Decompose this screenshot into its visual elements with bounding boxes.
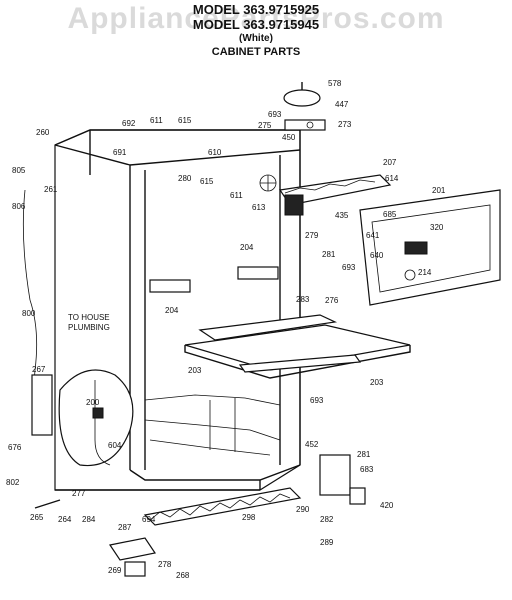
part-number-labels: 578 447 693 275 273 450 207 260 692 611 615 610 805 6… (6, 79, 446, 580)
part-label-283: 283 (296, 295, 310, 304)
part-label-447: 447 (335, 100, 349, 109)
part-label-289: 289 (320, 538, 334, 547)
part-label-615: 615 (200, 177, 214, 186)
part-label-200: 200 (86, 398, 100, 407)
part-label-613: 613 (252, 203, 266, 212)
plumbing-cutaway (22, 189, 134, 467)
callout-to-house: TO HOUSE (68, 313, 110, 322)
part-label-279: 279 (305, 231, 319, 240)
part-label-693: 693 (342, 263, 356, 272)
part-label-610: 610 (208, 148, 222, 157)
part-label-273: 273 (338, 120, 352, 129)
part-label-265: 265 (30, 513, 44, 522)
part-label-268: 268 (176, 571, 190, 580)
part-label-204: 204 (165, 306, 179, 315)
part-label-201: 201 (432, 186, 446, 195)
model-number-1: MODEL 363.9715925 (192, 2, 320, 17)
part-label-261: 261 (44, 185, 58, 194)
part-label-269: 269 (108, 566, 122, 575)
part-label-578: 578 (328, 79, 342, 88)
section-title: CABINET PARTS (211, 46, 301, 58)
part-label-204: 204 (240, 243, 254, 252)
evaporator-assembly (259, 174, 392, 216)
part-label-320: 320 (430, 223, 444, 232)
part-label-806: 806 (12, 202, 26, 211)
part-label-284: 284 (82, 515, 96, 524)
part-label-685: 685 (383, 210, 397, 219)
leveling-parts (34, 454, 366, 577)
part-label-203: 203 (370, 378, 384, 387)
shelf-supports (149, 266, 411, 379)
part-label-604: 604 (108, 441, 122, 450)
part-label-805: 805 (12, 166, 26, 175)
part-label-277: 277 (72, 489, 86, 498)
part-label-281: 281 (322, 250, 336, 259)
part-label-280: 280 (178, 174, 192, 183)
part-label-275: 275 (258, 121, 272, 130)
part-label-267: 267 (32, 365, 46, 374)
toe-grille (143, 487, 302, 526)
part-label-640: 640 (370, 251, 384, 260)
part-label-260: 260 (36, 128, 50, 137)
part-label-278: 278 (158, 560, 172, 569)
part-label-693: 693 (268, 110, 282, 119)
part-label-800: 800 (22, 309, 36, 318)
part-label-298: 298 (242, 513, 256, 522)
part-label-264: 264 (58, 515, 72, 524)
part-label-281: 281 (357, 450, 371, 459)
part-label-615: 615 (178, 116, 192, 125)
callout-plumbing: PLUMBING (68, 323, 110, 332)
part-label-203: 203 (188, 366, 202, 375)
part-label-207: 207 (383, 158, 397, 167)
part-label-611: 611 (150, 116, 163, 125)
door-panel-201 (359, 189, 501, 306)
part-label-276: 276 (325, 296, 339, 305)
part-label-282: 282 (320, 515, 334, 524)
part-label-435: 435 (335, 211, 349, 220)
part-label-611: 611 (230, 191, 243, 200)
top-hinge-assembly (283, 82, 326, 131)
part-label-694: 694 (142, 515, 156, 524)
part-label-641: 641 (366, 231, 380, 240)
part-label-676: 676 (8, 443, 22, 452)
part-label-450: 450 (282, 133, 296, 142)
part-label-802: 802 (6, 478, 20, 487)
model-number-2: MODEL 363.9715945 (192, 17, 320, 32)
part-label-693: 693 (310, 396, 324, 405)
part-label-290: 290 (296, 505, 310, 514)
part-label-683: 683 (360, 465, 374, 474)
part-label-287: 287 (118, 523, 132, 532)
part-label-692: 692 (122, 119, 136, 128)
part-label-614: 614 (385, 174, 399, 183)
part-label-452: 452 (305, 440, 319, 449)
color-note: (White) (239, 33, 273, 44)
part-label-420: 420 (380, 501, 394, 510)
part-label-691: 691 (113, 148, 127, 157)
part-label-214: 214 (418, 268, 432, 277)
